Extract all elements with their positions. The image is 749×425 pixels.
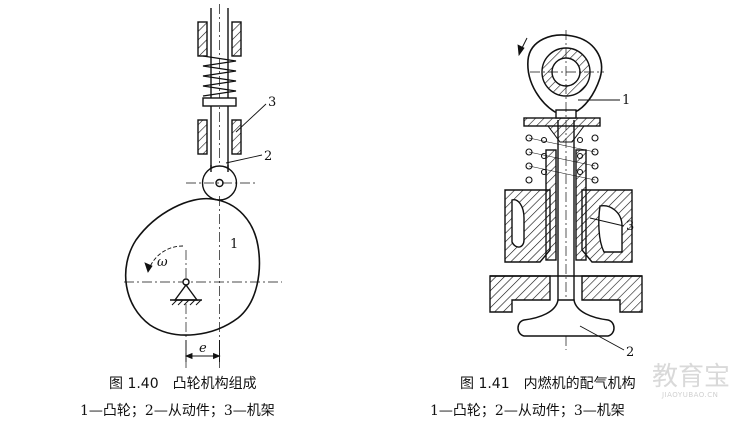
follower-rod [210, 4, 229, 190]
frame-guide-lower [197, 119, 242, 155]
leader-valve [579, 325, 625, 351]
spring [202, 55, 237, 97]
caption-right: 图 1.41 内燃机的配气机构 [460, 375, 636, 392]
label-follower: 2 [264, 149, 272, 164]
frame-guide-upper [197, 21, 242, 57]
valve-tappet [523, 117, 601, 127]
cam-profile [124, 197, 261, 336]
cam-mechanism-diagram [124, 4, 282, 368]
label-frame-right: 3 [626, 219, 634, 234]
caption-left: 图 1.40 凸轮机构组成 [109, 376, 257, 392]
watermark-brand: 教育宝 [652, 362, 730, 392]
label-offset: e [199, 341, 207, 356]
label-frame: 3 [268, 95, 276, 110]
valve-guide [545, 149, 557, 261]
leader-frame-right [589, 217, 625, 227]
watermark-url: JIAOYUBAO.CN [661, 391, 718, 399]
watermark: 教育宝 JIAOYUBAO.CN [652, 362, 730, 399]
offset-dimension [184, 340, 221, 362]
leader-follower [225, 154, 263, 164]
legend-right: 1—凸轮；2—从动件；3—机架 [430, 403, 625, 419]
label-cam-right: 1 [622, 93, 630, 108]
label-valve: 2 [626, 345, 634, 360]
valve-head [517, 299, 615, 337]
legend-left: 1—凸轮；2—从动件；3—机架 [80, 403, 275, 419]
valve-train-diagram [489, 30, 643, 351]
spring-collar [202, 97, 237, 107]
leader-frame [235, 103, 267, 133]
label-cam: 1 [230, 237, 238, 252]
cam-pivot-support [170, 278, 202, 306]
label-omega: ω [157, 255, 168, 270]
